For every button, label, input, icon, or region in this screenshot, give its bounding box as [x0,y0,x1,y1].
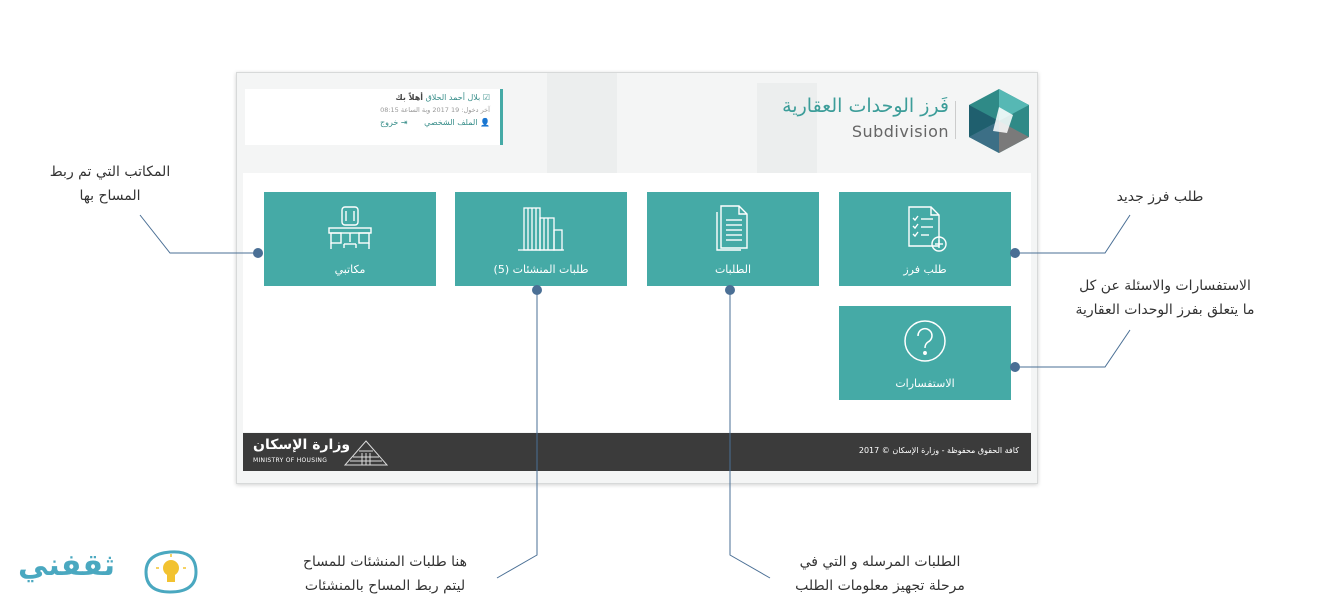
tile-inquiries[interactable]: الاستفسارات [839,306,1011,400]
ministry-name-en: MINISTRY OF HOUSING [253,457,328,464]
tile-label: طلب فرز [903,263,947,276]
app-window: ☑ بلال أحمد الحلاق أهلاً بك آخر دخول: 19… [236,72,1038,484]
tile-label: طلبات المنشئات (5) [493,263,589,276]
annotation-new-request: طلب فرز جديد [1116,189,1204,205]
lightbulb-icon [144,550,198,594]
ministry-name-ar: وزارة الإسكان [253,437,351,453]
logout-icon: ⇥ [400,118,408,127]
copyright-text: كافة الحقوق محفوظة - وزارة الإسكان © 201… [858,446,1019,455]
profile-link[interactable]: 👤 الملف الشخصي [424,118,490,127]
user-links: 👤 الملف الشخصي ⇥ خروج [245,118,490,127]
tile-requests[interactable]: الطلبات [647,192,819,286]
tile-label: مكاتبي [334,263,366,276]
question-circle-icon [904,320,946,362]
checklist-add-icon [908,206,947,252]
title-divider [955,101,956,139]
leader-line-inquiries [1015,329,1131,368]
annotation-dot [1010,362,1020,372]
ministry-logo-icon [343,440,389,466]
user-icon: 👤 [480,118,490,127]
leader-line-establishments [496,290,538,579]
annotation-dot [253,248,263,258]
buildings-icon [518,207,564,251]
logout-link[interactable]: ⇥ خروج [379,118,408,127]
office-desk-chair-icon [328,206,372,249]
tile-label: الاستفسارات [895,377,955,390]
annotation-dot [725,285,735,295]
last-login: آخر دخول: 19 2017 وبة الساعة 08:15 [380,106,490,114]
user-name: بلال أحمد الحلاق [425,93,481,102]
annotation-inquiries: الاستفسارات والاسئلة عن كل ما يتعلق بفرز… [1075,278,1255,318]
annotation-dot [1010,248,1020,258]
background-building [757,83,817,173]
dashboard-tiles-area: طلب فرز الطلبات طلبات المنشئات (5) [243,173,1031,432]
document-icon [716,205,748,251]
footer: كافة الحقوق محفوظة - وزارة الإسكان © 201… [243,433,1031,471]
check-icon: ☑ [482,93,490,102]
leader-line-new-request [1015,214,1131,254]
annotation-offices: المكاتب التي تم ربط المساح بها [49,164,171,204]
app-title-en: Subdivision [851,122,949,141]
greeting: أهلاً بك [395,93,424,102]
tile-new-request[interactable]: طلب فرز [839,192,1011,286]
app-title-ar: فَرز الوحدات العقارية [782,95,949,117]
tile-my-offices[interactable]: مكاتبي [264,192,436,286]
brand-logo-text: ثقفني [18,548,116,583]
subdivision-logo-icon [969,89,1029,153]
user-panel: ☑ بلال أحمد الحلاق أهلاً بك آخر دخول: 19… [245,89,503,145]
user-greeting-line: ☑ بلال أحمد الحلاق أهلاً بك [245,93,490,102]
annotation-dot [532,285,542,295]
background-building [547,73,617,173]
leader-line-offices [139,214,258,254]
leader-line-requests [729,290,771,579]
annotation-establishments: هنا طلبات المنشئات للمساح ليتم ربط المسا… [302,554,468,594]
tile-establishment-requests[interactable]: طلبات المنشئات (5) [455,192,627,286]
tile-label: الطلبات [714,263,752,276]
annotation-requests: الطلبات المرسله و التي في مرحلة تجهيز مع… [795,554,965,594]
